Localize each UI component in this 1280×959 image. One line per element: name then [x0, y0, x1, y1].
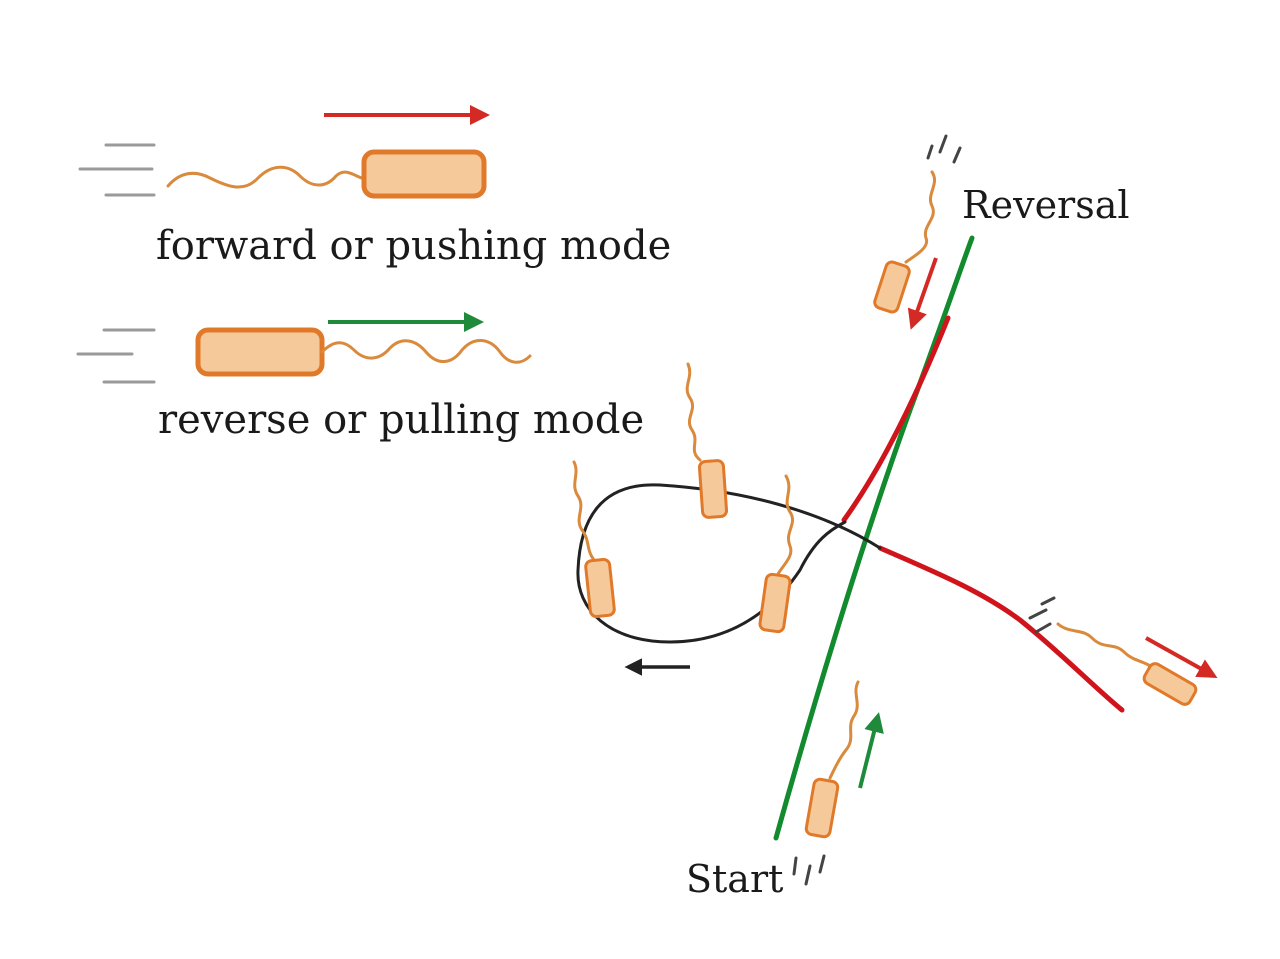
flagellum-at-start	[828, 680, 860, 780]
cell-body-at-exit	[1142, 662, 1198, 706]
cell-body-at-start	[804, 777, 840, 839]
cell-body-at-reversal	[873, 260, 911, 314]
cell-body-loop-top	[697, 459, 729, 519]
cell-body-loop-left	[584, 557, 616, 619]
motion-lines-reverse	[76, 328, 156, 384]
cell-body-forward	[361, 149, 487, 199]
red-trajectory-lower	[877, 545, 1125, 713]
cell-at-reversal	[873, 134, 962, 330]
green-trajectory	[773, 235, 975, 841]
cell-at-start	[792, 680, 884, 886]
flagellum-at-exit	[1056, 622, 1158, 672]
legend-reverse	[76, 312, 532, 384]
motion-lines-forward	[78, 143, 156, 197]
flagellum-loop-left	[572, 460, 596, 562]
start-label: Start	[686, 857, 784, 901]
reversal-label: Reversal	[962, 183, 1130, 227]
cell-body-reverse	[195, 327, 325, 377]
cell-loop-left	[572, 460, 616, 619]
cell-loop-top	[685, 362, 729, 519]
flagellum-loop-top	[685, 362, 702, 462]
red-trajectory-upper	[841, 315, 951, 523]
reverse-mode-label: reverse or pulling mode	[158, 397, 645, 443]
loop-trajectory	[576, 483, 882, 644]
exit-red-arrow	[1145, 636, 1218, 678]
flagellum-forward	[166, 165, 370, 189]
motion-ticks-reversal	[926, 134, 962, 164]
cell-body-loop-right	[758, 572, 792, 634]
legend-forward	[78, 105, 490, 199]
flagellum-loop-right	[776, 474, 795, 576]
forward-mode-label: forward or pushing mode	[156, 223, 672, 269]
motion-ticks-exit	[1028, 596, 1056, 634]
cell-at-exit	[1028, 596, 1218, 706]
start-green-arrow	[858, 712, 884, 789]
reversal-red-arrow	[907, 257, 938, 330]
flagellum-reverse	[320, 339, 532, 364]
cell-loop-right	[758, 474, 795, 634]
flagellum-at-reversal	[904, 170, 937, 264]
motion-ticks-start	[792, 854, 826, 886]
